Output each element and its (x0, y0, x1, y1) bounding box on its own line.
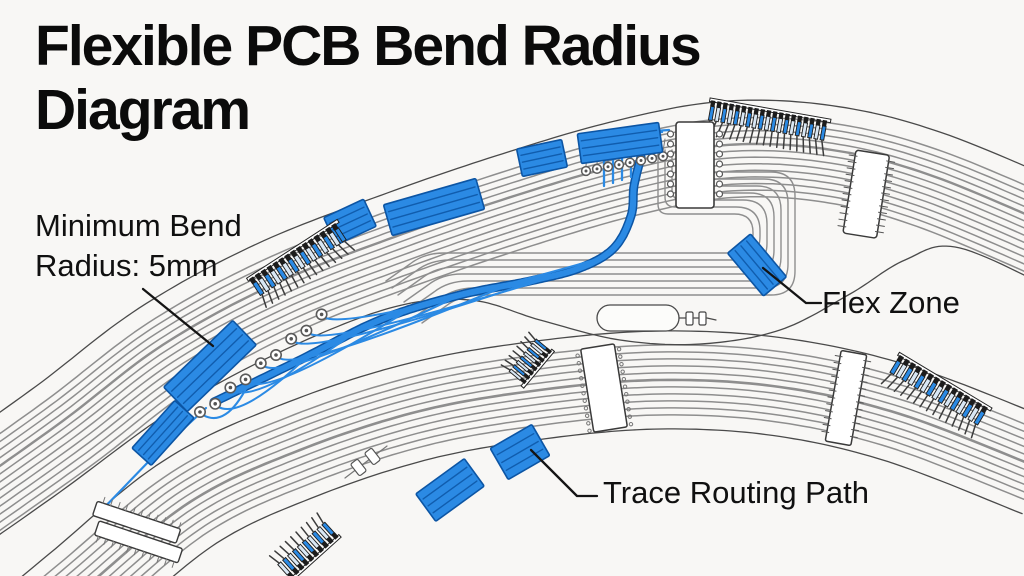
min-bend-line2: Radius: 5mm (35, 248, 218, 283)
connector-block-lower-mid (575, 343, 634, 433)
flex-zone-patch (131, 400, 195, 466)
flex-zone-patch (383, 177, 485, 237)
flex-zone-patch (163, 320, 257, 412)
pin-header-connector-right (880, 351, 993, 439)
flex-zone-patch (415, 458, 485, 522)
stiffener-capsule (596, 304, 717, 332)
bend-radius-trace-path (98, 128, 671, 514)
pin-header-connector-small (500, 331, 556, 389)
page-title-line2: Diagram (35, 78, 251, 142)
stiffener-block-top (666, 121, 724, 209)
annotation-leader-lines (141, 266, 823, 498)
annotation-trace-routing-path: Trace Routing Path (603, 475, 869, 510)
annotation-flex-zone: Flex Zone (822, 285, 960, 320)
pin-header-connector-left (245, 218, 356, 308)
pin-header-connector-top (702, 97, 832, 157)
flex-zone-patches (131, 121, 787, 522)
page-title-line1: Flexible PCB Bend Radius (35, 14, 702, 78)
flex-zone-patch (516, 139, 568, 177)
zif-connector-bottom-left (92, 496, 183, 568)
connector-block-upper-right (837, 149, 896, 239)
min-bend-line1: Minimum Bend (35, 208, 242, 243)
connector-block-lower-right (821, 350, 872, 446)
pin-header-connector-bottom (268, 512, 342, 576)
bridge-component (344, 445, 388, 479)
flex-zone-patch (489, 424, 551, 480)
flex-zone-patch (727, 233, 787, 297)
flex-zone-patch (576, 121, 664, 165)
via-cluster-left (194, 257, 602, 420)
